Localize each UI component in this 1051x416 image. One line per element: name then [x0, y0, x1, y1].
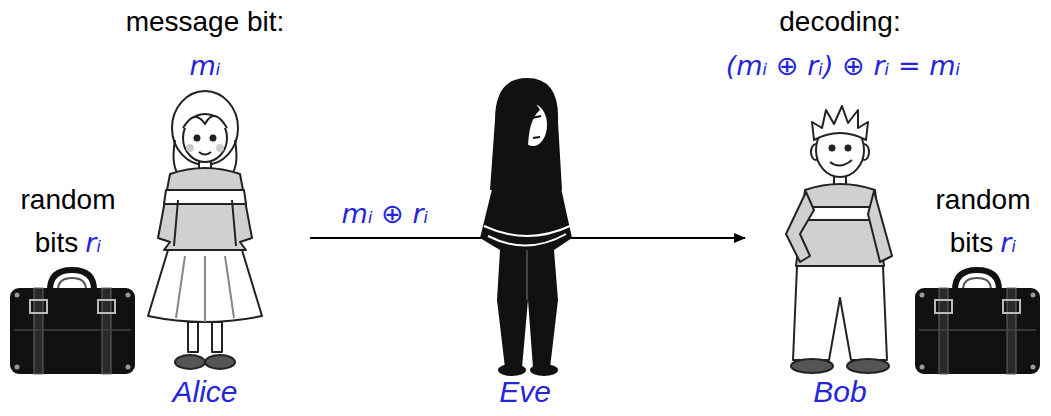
key-symbol: rᵢ [85, 227, 101, 258]
math-formula: (mᵢ ⊕ rᵢ) ⊕ rᵢ = mᵢ [726, 50, 961, 82]
alice-figure-part [183, 116, 227, 128]
alice-figure-part [172, 91, 238, 165]
suitcase-part [15, 293, 20, 298]
suitcase-part [50, 270, 94, 290]
eve-figure-part [526, 250, 528, 300]
suitcase-part [1031, 365, 1036, 370]
bob-figure-part [786, 192, 814, 262]
alice-figure-part [148, 250, 262, 322]
alice-figure-part [199, 152, 211, 155]
alice-figure-part [174, 200, 236, 246]
alice-figure-part [216, 144, 224, 152]
eve-figure-part [532, 116, 541, 138]
suitcase-part [920, 293, 925, 298]
bob-figure [786, 106, 892, 373]
suitcase-part [920, 365, 925, 370]
suitcase [10, 270, 135, 374]
suitcase-part [915, 288, 1040, 374]
suitcase-part [98, 300, 115, 313]
bob-figure-part [812, 106, 868, 140]
alice-figure-part [211, 136, 216, 141]
bob-figure-part [830, 160, 852, 166]
eve-figure-part [484, 226, 570, 236]
alice-figure-part [188, 322, 198, 352]
person-name: Alice [172, 376, 237, 408]
eve-figure-part [488, 234, 566, 246]
bob-figure-part [846, 146, 851, 151]
caption-text: message bit: [126, 6, 285, 38]
suitcase-part [126, 365, 131, 370]
alice-figure [148, 91, 262, 369]
person-name: Eve [499, 376, 551, 408]
key-label: random bits [936, 184, 1031, 258]
person-node: Eve [460, 80, 590, 410]
suitcase-part [1031, 293, 1036, 298]
alice-figure-part [212, 322, 222, 352]
eve-figure-part [480, 160, 572, 369]
alice-figure-part [158, 168, 252, 250]
suitcase-part [15, 365, 20, 370]
eve-figure [480, 78, 572, 376]
person-node: Bob [745, 95, 935, 410]
caption-text: decoding: [779, 6, 900, 38]
suitcase-part [10, 288, 135, 374]
edge-label: mᵢ ⊕ rᵢ [339, 198, 432, 230]
bob-figure-part [830, 146, 835, 151]
person-node: Alice [130, 88, 310, 410]
bob-figure-part [847, 359, 889, 373]
math-formula: mᵢ [189, 50, 220, 82]
suitcase-part [919, 329, 1036, 331]
alice-figure-part [195, 136, 200, 141]
bob-figure-part [868, 191, 892, 262]
suitcase-part [30, 300, 47, 313]
suitcase-part [1003, 300, 1020, 313]
suitcase-part [955, 270, 999, 290]
eve-figure-part [498, 364, 526, 376]
suitcase [915, 270, 1040, 374]
alice-figure-part [176, 256, 234, 322]
suitcase-part [14, 329, 131, 331]
alice-figure-part [186, 144, 194, 152]
person-name: Bob [813, 376, 866, 408]
label-group: random bitsrᵢ [3, 180, 133, 266]
alice-figure-part [175, 355, 205, 369]
bob-figure-part [793, 266, 887, 360]
alice-figure-part [205, 355, 235, 369]
label-group: random bitsrᵢ [918, 180, 1048, 266]
eve-figure-part [530, 364, 558, 376]
bob-figure-part [791, 359, 833, 373]
suitcase-part [126, 293, 131, 298]
key-label: random bits [21, 184, 116, 258]
alice-figure-part [183, 114, 227, 162]
suitcase-part [935, 300, 952, 313]
eve-figure-part [505, 97, 540, 160]
key-symbol: rᵢ [1000, 227, 1016, 258]
alice-figure-part [164, 190, 246, 204]
